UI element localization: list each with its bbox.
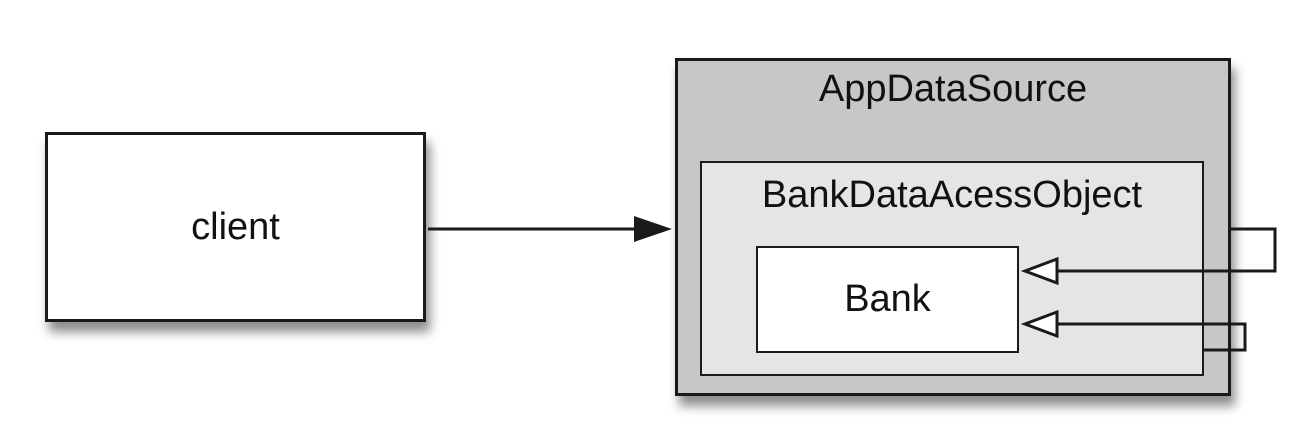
edge-bank-data-access-object-to-bank bbox=[1056, 322, 1247, 352]
client-node[interactable]: client bbox=[45, 132, 426, 322]
bank-node[interactable]: Bank bbox=[756, 246, 1019, 353]
open-arrowhead-lower bbox=[1020, 309, 1059, 339]
open-arrowhead-upper bbox=[1020, 256, 1059, 286]
client-label: client bbox=[191, 205, 280, 248]
filled-arrowhead bbox=[634, 216, 672, 242]
edge-app-data-source-to-bank bbox=[1056, 227, 1277, 273]
bank-data-access-object-label: BankDataAcessObject bbox=[761, 174, 1143, 216]
app-data-source-label: AppDataSource bbox=[818, 68, 1088, 110]
bank-label: Bank bbox=[844, 278, 931, 320]
